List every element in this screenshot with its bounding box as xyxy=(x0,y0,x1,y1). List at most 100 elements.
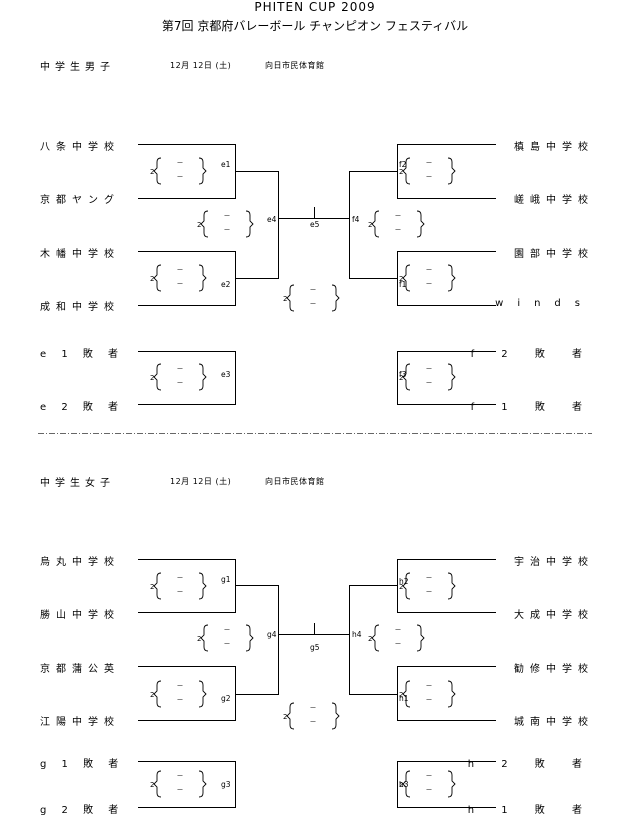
set-count: 2 xyxy=(150,691,154,699)
set-count: 2 xyxy=(150,168,154,176)
match-label: e5 xyxy=(310,220,320,229)
score-dash: － xyxy=(177,574,184,582)
left-brace xyxy=(153,363,162,391)
left-brace xyxy=(153,157,162,185)
match-label: g2 xyxy=(221,694,231,703)
set-count: 2 xyxy=(399,168,403,176)
match-label: g5 xyxy=(310,643,320,652)
set-count: 2 xyxy=(150,781,154,789)
score-box: 2－－ xyxy=(399,572,456,600)
left-brace xyxy=(200,210,209,238)
left-brace xyxy=(153,264,162,292)
section-title: 中学生男子 xyxy=(40,62,115,73)
team-right: h 1 敗 者 xyxy=(467,805,594,816)
left-brace xyxy=(200,624,209,652)
score-box: 2－－ xyxy=(283,702,340,730)
score-box: 2 － － xyxy=(399,363,456,391)
right-brace xyxy=(447,680,456,708)
team-left: e 1 敗 者 xyxy=(40,349,125,360)
score-dash: － xyxy=(177,696,184,704)
left-brace xyxy=(402,680,411,708)
team-right: 園部中学校 xyxy=(514,249,594,260)
match-label: e3 xyxy=(221,370,231,379)
score-dash: － xyxy=(224,226,231,234)
score-dash: － xyxy=(426,280,433,288)
team-left: e 2 敗 者 xyxy=(40,402,125,413)
team-right: winds xyxy=(495,298,594,309)
team-right: h 2 敗 者 xyxy=(467,759,594,770)
left-brace xyxy=(402,770,411,798)
score-dash: － xyxy=(177,379,184,387)
match-label: f2 xyxy=(399,160,407,169)
section-date: 12月 12日 (土) xyxy=(170,61,232,70)
right-brace xyxy=(447,770,456,798)
right-brace xyxy=(416,210,425,238)
tournament-title: PHITEN CUP 2009 xyxy=(254,0,376,14)
score-dash: － xyxy=(224,212,231,220)
set-count: 2 xyxy=(150,374,154,382)
team-left: 勝山中学校 xyxy=(40,610,120,621)
match-label: f4 xyxy=(352,215,360,224)
score-dash: － xyxy=(426,379,433,387)
score-box: 2－－ xyxy=(150,572,207,600)
set-count: 2 xyxy=(399,691,403,699)
match-label: e4 xyxy=(267,215,277,224)
score-dash: － xyxy=(177,365,184,373)
set-count: 2 xyxy=(368,635,372,643)
match-label: h2 xyxy=(399,577,409,586)
team-left: 木幡中学校 xyxy=(40,249,120,260)
score-box: 2－－ xyxy=(399,157,456,185)
score-dash: － xyxy=(310,704,317,712)
score-box: 2－－ xyxy=(150,157,207,185)
left-brace xyxy=(402,572,411,600)
set-count: 2 xyxy=(150,275,154,283)
score-dash: － xyxy=(426,772,433,780)
score-dash: － xyxy=(426,365,433,373)
score-dash: － xyxy=(177,266,184,274)
team-left: g 1 敗 者 xyxy=(40,759,125,770)
right-brace xyxy=(198,157,207,185)
team-left: 京都ヤング xyxy=(40,195,120,206)
set-count: 2 xyxy=(283,295,287,303)
right-brace xyxy=(245,210,254,238)
score-box: 2－－ xyxy=(150,264,207,292)
match-label: e2 xyxy=(221,280,231,289)
match-label: f1 xyxy=(399,280,407,289)
left-brace xyxy=(402,363,411,391)
right-brace xyxy=(447,264,456,292)
score-box: 2 － － xyxy=(150,363,207,391)
set-count: 2 xyxy=(399,374,403,382)
section-title: 中学生女子 xyxy=(40,478,115,489)
left-brace xyxy=(402,264,411,292)
team-right: f 1 敗 者 xyxy=(470,402,594,413)
score-dash: － xyxy=(310,300,317,308)
score-dash: － xyxy=(395,212,402,220)
match-label: f3 xyxy=(399,370,407,379)
team-right: 勧修中学校 xyxy=(514,664,594,675)
score-dash: － xyxy=(177,772,184,780)
left-brace xyxy=(153,680,162,708)
score-dash: － xyxy=(310,286,317,294)
left-brace xyxy=(402,157,411,185)
team-right: 城南中学校 xyxy=(514,717,594,728)
tournament-subtitle: 第7回 京都府バレーボール チャンピオン フェスティバル xyxy=(161,19,469,33)
team-right: 嵯峨中学校 xyxy=(514,195,594,206)
team-left: g 2 敗 者 xyxy=(40,805,125,816)
score-dash: － xyxy=(310,718,317,726)
right-brace xyxy=(198,572,207,600)
score-dash: － xyxy=(426,266,433,274)
score-box: 2－－ xyxy=(368,210,425,238)
score-dash: － xyxy=(177,173,184,181)
team-right: 宇治中学校 xyxy=(514,557,594,568)
set-count: 2 xyxy=(368,221,372,229)
score-dash: － xyxy=(177,682,184,690)
match-label: e1 xyxy=(221,160,231,169)
left-brace xyxy=(371,210,380,238)
right-brace xyxy=(331,284,340,312)
set-count: 2 xyxy=(197,635,201,643)
score-dash: － xyxy=(177,588,184,596)
match-label: g1 xyxy=(221,575,231,584)
right-brace xyxy=(198,770,207,798)
